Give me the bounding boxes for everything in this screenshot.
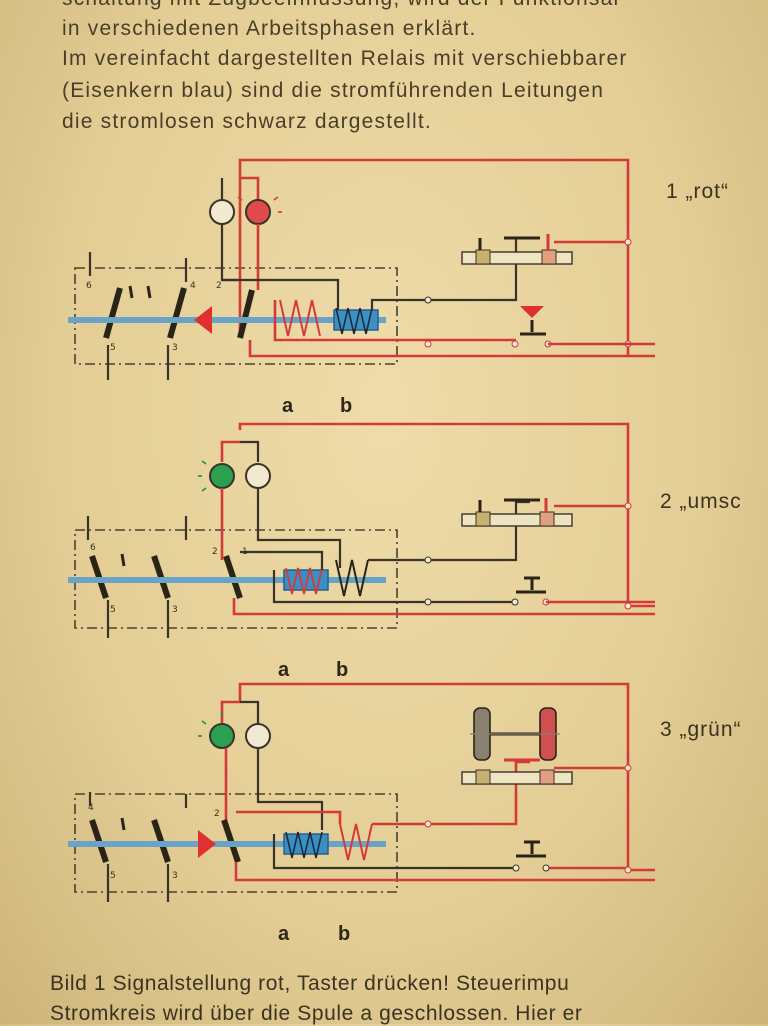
label-a: a — [278, 923, 290, 945]
signal-lamp-icon — [245, 199, 271, 225]
text-line-3: (Eisenkern blau) sind die stromführenden… — [62, 79, 605, 102]
relay-housing — [74, 267, 398, 365]
contact-number: 5 — [110, 871, 116, 881]
text-line-1: in verschiedenen Arbeitsphasen erklärt. — [62, 17, 477, 40]
diagram-label-3: 3 „grün“ — [660, 718, 742, 741]
contact-number: 3 — [172, 871, 178, 881]
label-b: b — [340, 395, 352, 417]
relay-housing — [74, 529, 398, 629]
push-button-icon — [520, 306, 546, 336]
track-contact-icon — [461, 758, 573, 785]
figure-caption-line-2: Stromkreis wird über die Spule a geschlo… — [50, 1002, 583, 1025]
push-button-icon — [516, 840, 546, 858]
arrow-icon — [194, 306, 212, 334]
contact-number: 5 — [110, 343, 116, 353]
signal-lamp-icon — [209, 199, 235, 225]
signal-lamp-icon — [245, 723, 271, 749]
arrow-icon — [198, 830, 216, 858]
text-line-4: die stromlosen schwarz dargestellt. — [62, 110, 432, 133]
diagram-label-2: 2 „umsc — [660, 490, 742, 513]
contact-number: 6 — [86, 281, 92, 291]
relay-coil-icon — [283, 833, 329, 855]
contact-switch-icon — [88, 252, 255, 380]
label-b: b — [336, 659, 348, 680]
circuit-diagram-3: 4 2 5 3 — [68, 682, 655, 945]
contact-number: 2 — [214, 809, 220, 819]
push-button-icon — [516, 576, 546, 594]
circuit-diagram-2: 6 2 1 5 3 a b — [68, 422, 655, 680]
relay-coil-icon — [335, 559, 369, 597]
contact-number: 4 — [190, 281, 196, 291]
relay-coil-icon — [339, 823, 373, 861]
contact-number: 4 — [88, 803, 94, 813]
contact-number: 3 — [172, 343, 178, 353]
track-contact-icon — [461, 234, 573, 265]
relay-coil-icon — [333, 309, 379, 331]
relay-coil-icon — [279, 299, 321, 337]
circuit-diagram-1: 6 4 2 5 3 — [68, 158, 655, 417]
figure-caption-line-1: Bild 1 Signalstellung rot, Taster drücke… — [50, 972, 570, 995]
diagram-label-1: 1 „rot“ — [666, 180, 730, 203]
text-line-0: schaltung mit Zugbeeinflussung, wird der… — [62, 0, 619, 11]
contact-number: 2 — [212, 547, 218, 557]
signal-lamp-icon — [209, 463, 235, 489]
label-a: a — [282, 395, 294, 417]
track-contact-icon — [461, 498, 573, 527]
signal-lamp-icon — [209, 723, 235, 749]
contact-number: 3 — [172, 605, 178, 615]
signal-lamp-icon — [245, 463, 271, 489]
label-a: a — [278, 659, 290, 680]
train-wheelset-icon — [470, 707, 560, 761]
contact-number: 2 — [216, 281, 222, 291]
label-b: b — [338, 923, 350, 945]
contact-number: 6 — [90, 543, 96, 553]
contact-number: 5 — [110, 605, 116, 615]
text-line-2: Im vereinfacht dargestellten Relais mit … — [62, 47, 628, 70]
relay-housing — [74, 793, 398, 893]
